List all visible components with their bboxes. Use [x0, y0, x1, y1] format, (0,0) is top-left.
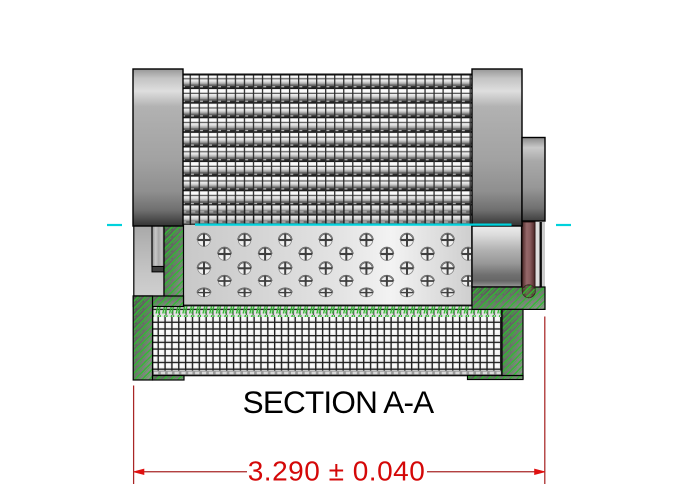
- svg-text:3.290 ± 0.040: 3.290 ± 0.040: [248, 456, 426, 487]
- svg-text:SECTION A-A: SECTION A-A: [243, 384, 435, 420]
